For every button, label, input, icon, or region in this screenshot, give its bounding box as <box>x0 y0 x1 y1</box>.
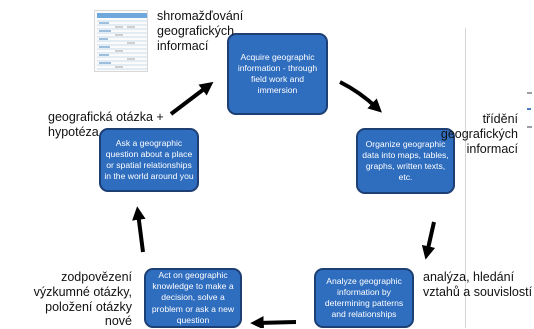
arrow-organize-to-analyze <box>421 221 436 260</box>
ask-box-text: Ask a geographic question about a place … <box>104 137 194 182</box>
act-label-cz: zodpovězení výzkumné otázky, položení ot… <box>33 270 132 329</box>
analyze-box-text: Analyze geographic information by determ… <box>324 275 404 320</box>
acquire-box-text: Acquire geographic information - through… <box>237 51 318 96</box>
spreadsheet-thumbnail <box>94 10 148 72</box>
arrow-act-to-ask <box>132 206 146 253</box>
organize-box: Organize geographic data into maps, tabl… <box>356 128 455 194</box>
organize-label-cz: třídění geografických informací <box>440 112 518 156</box>
organize-box-text: Organize geographic data into maps, tabl… <box>362 138 449 183</box>
acquire-box: Acquire geographic information - through… <box>227 33 328 115</box>
act-box-text: Act on geographic knowledge to make a de… <box>151 270 235 325</box>
arrow-acquire-to-organize <box>339 80 382 113</box>
ask-label-cz: geografická otázka + hypotéza <box>48 110 164 139</box>
divider-line <box>465 28 466 328</box>
arrow-ask-to-acquire <box>169 81 214 116</box>
analyze-label-cz: analýza, hledání vztahů a souvislostí <box>423 270 533 299</box>
act-box: Act on geographic knowledge to make a de… <box>144 268 242 328</box>
side-panel-edge <box>524 88 534 148</box>
arrow-analyze-to-act <box>250 316 297 328</box>
ask-box: Ask a geographic question about a place … <box>99 128 199 192</box>
acquire-label-cz: shromažďování geografických informací <box>157 9 244 53</box>
analyze-box: Analyze geographic information by determ… <box>314 268 414 328</box>
